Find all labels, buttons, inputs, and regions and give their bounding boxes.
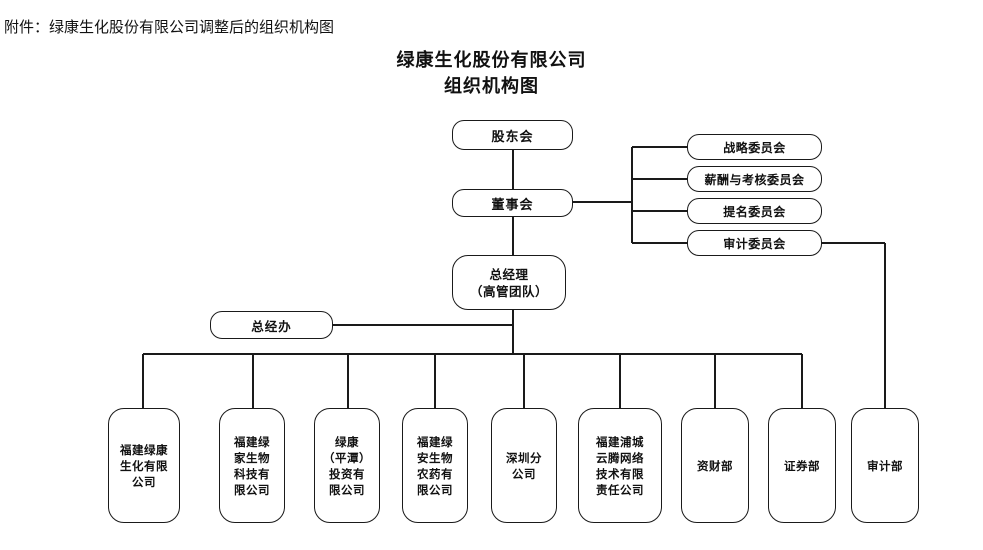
node-department-4-line2: 安生物	[417, 450, 453, 465]
node-shareholders-meeting[interactable]: 股东会	[452, 120, 573, 150]
attachment-caption: 附件：绿康生化股份有限公司调整后的组织机构图	[4, 20, 335, 36]
node-department-1-line2: 生化有限	[120, 458, 168, 473]
node-strategy-committee-label: 战略委员会	[723, 140, 786, 155]
node-department-3-line4: 限公司	[329, 482, 365, 497]
node-department-4-line1: 福建绿	[417, 434, 453, 449]
page-title-line1: 绿康生化股份有限公司	[396, 50, 587, 71]
node-department-5-line1: 深圳分	[506, 450, 542, 465]
node-shareholders-meeting-label: 股东会	[491, 129, 534, 145]
node-department-9-label: 审计部	[867, 458, 903, 473]
node-department-6-line1: 福建浦城	[596, 434, 644, 449]
node-general-manager-office[interactable]: 总经办	[210, 311, 333, 339]
node-department-6[interactable]: 福建浦城 云腾网络 技术有限 责任公司	[578, 408, 662, 523]
node-department-4-line4: 限公司	[417, 482, 453, 497]
node-nomination-committee[interactable]: 提名委员会	[687, 198, 822, 224]
node-department-8-label: 证券部	[784, 458, 820, 473]
node-department-5-line2: 公司	[512, 466, 536, 481]
node-audit-committee[interactable]: 审计委员会	[687, 230, 822, 256]
node-general-manager-label: 总经理	[489, 266, 529, 282]
node-compensation-committee[interactable]: 薪酬与考核委员会	[687, 166, 822, 192]
node-board-of-directors-label: 董事会	[491, 197, 534, 213]
node-department-7-label: 资财部	[697, 458, 733, 473]
node-department-3-line2: （平潭）	[323, 450, 371, 465]
node-department-1-line3: 公司	[132, 474, 156, 489]
node-department-9[interactable]: 审计部	[851, 408, 919, 523]
node-nomination-committee-label: 提名委员会	[723, 204, 786, 219]
node-general-manager[interactable]: 总经理 （高管团队）	[452, 255, 566, 310]
node-general-manager-sublabel: （高管团队）	[469, 283, 548, 299]
page-title-line2: 组织机构图	[444, 76, 539, 97]
node-strategy-committee[interactable]: 战略委员会	[687, 134, 822, 160]
node-general-manager-office-label: 总经办	[251, 318, 292, 334]
node-department-6-line4: 责任公司	[596, 482, 644, 497]
node-department-2-line4: 限公司	[234, 482, 270, 497]
node-department-2-line3: 科技有	[234, 466, 270, 481]
node-department-5[interactable]: 深圳分 公司	[491, 408, 557, 523]
node-department-1-line1: 福建绿康	[120, 442, 168, 457]
node-department-1[interactable]: 福建绿康 生化有限 公司	[108, 408, 180, 523]
node-department-4[interactable]: 福建绿 安生物 农药有 限公司	[402, 408, 468, 523]
node-department-2[interactable]: 福建绿 家生物 科技有 限公司	[219, 408, 285, 523]
node-department-2-line2: 家生物	[234, 450, 270, 465]
page-title: 绿康生化股份有限公司 组织机构图	[0, 48, 983, 100]
node-department-4-line3: 农药有	[417, 466, 453, 481]
node-board-of-directors[interactable]: 董事会	[452, 189, 573, 217]
node-department-6-line3: 技术有限	[596, 466, 644, 481]
node-audit-committee-label: 审计委员会	[723, 236, 786, 251]
node-department-3[interactable]: 绿康 （平潭） 投资有 限公司	[314, 408, 380, 523]
node-department-3-line3: 投资有	[329, 466, 365, 481]
node-department-6-line2: 云腾网络	[596, 450, 644, 465]
node-department-8[interactable]: 证券部	[768, 408, 836, 523]
node-compensation-committee-label: 薪酬与考核委员会	[704, 172, 805, 187]
node-department-7[interactable]: 资财部	[681, 408, 749, 523]
node-department-3-line1: 绿康	[335, 434, 359, 449]
node-department-2-line1: 福建绿	[234, 434, 270, 449]
